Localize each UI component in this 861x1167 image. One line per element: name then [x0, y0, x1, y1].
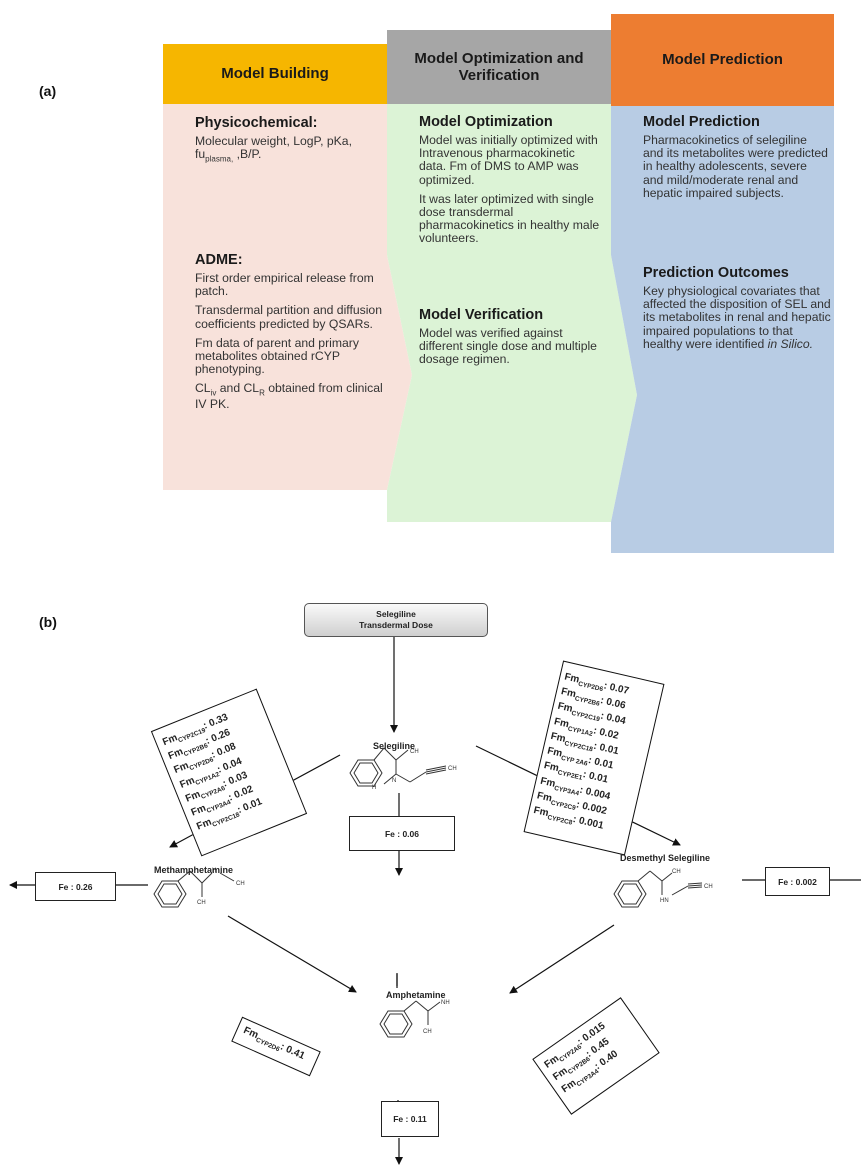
model-optimization-content: Model Optimization Model was initially o…: [419, 114, 605, 251]
prediction-outcomes-text: Key physiological covariates that affect…: [643, 284, 831, 351]
model-verification-content: Model Verification Model was verified ag…: [419, 307, 605, 373]
adme-title: ADME:: [195, 252, 243, 268]
arrow-meth-to-amph: [227, 915, 357, 993]
panel-a-label: (a): [39, 83, 57, 99]
meth-h-label: H: [212, 868, 216, 874]
adme-fm-data: Fm data of parent and primary metabolite…: [195, 335, 359, 377]
physicochemical-text: Molecular weight, LogP, pKa, fuplasma, ,…: [195, 134, 352, 164]
model-prediction-header: Model Prediction: [611, 14, 834, 106]
amph-nh2-label: NH: [441, 1000, 450, 1006]
verification-text: Model was verified against different sin…: [419, 326, 597, 367]
optimization-transdermal: It was later optimized with single dose …: [419, 191, 600, 246]
fe-amphetamine: Fe : 0.11: [381, 1101, 439, 1137]
methamphetamine-structure: [153, 870, 235, 908]
amph-ch3-label: CH: [423, 1029, 432, 1035]
dose-line-1: Selegiline: [376, 609, 416, 620]
fm-enzyme: CYP3A4: [575, 1068, 601, 1089]
desm-nh-label: HN: [660, 898, 669, 904]
panel-b-label: (b): [39, 614, 57, 630]
methamphetamine-label: Methamphetamine: [154, 865, 234, 875]
model-building-header: Model Building: [163, 44, 387, 104]
model-prediction-body: [611, 106, 834, 553]
fe-desmethyl-box: Fe : 0.002: [765, 867, 830, 896]
selegiline-transdermal-dose-box: Selegiline Transdermal Dose: [304, 603, 488, 637]
prediction-outcomes-title: Prediction Outcomes: [643, 265, 789, 281]
arrow-desm-to-amph: [509, 924, 615, 994]
model-verification-title: Model Verification: [419, 307, 544, 323]
prediction-text: Pharmacokinetics of selegiline and its m…: [643, 133, 828, 200]
fm-symbol: Fm: [172, 760, 191, 777]
desmethyl-structure: [613, 870, 703, 908]
adme-content: ADME: First order empirical release from…: [195, 252, 385, 417]
fm-enzyme: CYP2C18: [211, 811, 241, 830]
physicochemical-title: Physicochemical:: [195, 115, 318, 131]
fe-selegiline-box: Fe : 0.06: [349, 816, 455, 851]
optimization-intravenous: Model was initially optimized with Intra…: [419, 133, 598, 187]
fm-symbol: Fm: [195, 816, 214, 833]
model-optimization-title: Model Optimization: [419, 114, 553, 130]
adme-release: First order empirical release from patch…: [195, 271, 374, 299]
selegiline-ch-label: CH: [448, 766, 457, 772]
amphetamine-structure: [379, 1000, 441, 1038]
model-optimization-body: [387, 104, 637, 522]
model-optimization-header: Model Optimization and Verification: [387, 30, 611, 104]
amphetamine-label: Amphetamine: [386, 990, 446, 1000]
meth-ch3-label: CH: [236, 881, 245, 887]
desmethyl-selegiline-label: Desmethyl Selegiline: [620, 853, 711, 863]
selegiline-label: Selegiline: [373, 741, 416, 751]
meth-ch3b-label: CH: [197, 900, 206, 906]
selegiline-h3c-label: H: [372, 785, 376, 791]
model-building-content: Physicochemical: Molecular weight, LogP,…: [195, 115, 385, 170]
fm-enzyme: CYP2C8: [546, 814, 573, 827]
prediction-outcomes-content: Prediction Outcomes Key physiological co…: [643, 265, 832, 357]
dose-line-2: Transdermal Dose: [359, 620, 433, 630]
fe-methamphetamine-box: Fe : 0.26: [35, 872, 116, 901]
workflow-background: [163, 104, 834, 553]
fm-enzyme: CYP2D6: [254, 1036, 281, 1054]
model-prediction-content: Model Prediction Pharmacokinetics of sel…: [643, 114, 830, 206]
fm-value: : 0.41: [278, 1041, 307, 1062]
adme-clearance: CLiv and CLR obtained from clinical IV P…: [195, 381, 383, 412]
model-prediction-title: Model Prediction: [643, 114, 760, 130]
selegiline-n-label: N: [392, 778, 396, 784]
selegiline-ch3-label: CH: [410, 749, 419, 755]
desm-ch3-label: CH: [672, 869, 681, 875]
desm-ch-label: CH: [704, 884, 713, 890]
model-building-body: [163, 104, 412, 490]
adme-partition: Transdermal partition and diffusion coef…: [195, 303, 382, 331]
pathway-diagram: CH N H CH H CH CH CH HN CH: [9, 636, 861, 1165]
selegiline-structure: [349, 747, 447, 787]
